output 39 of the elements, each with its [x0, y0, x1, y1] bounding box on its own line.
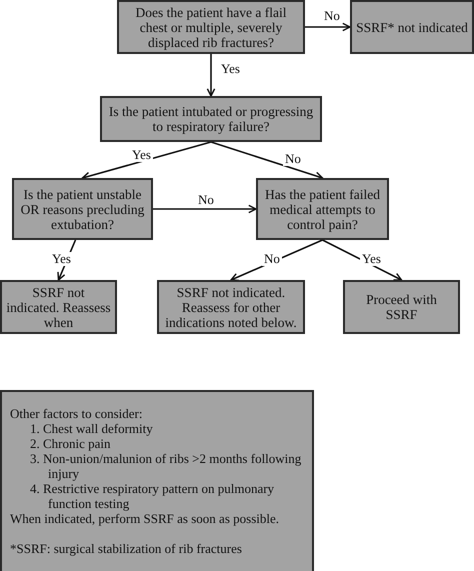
- list-item: 2. Chronic pain: [29, 436, 112, 451]
- arrow: [230, 239, 323, 282]
- process-box: [157, 280, 305, 334]
- arrow: [153, 204, 257, 214]
- process-box: [350, 0, 474, 54]
- edge-label: No: [322, 9, 342, 23]
- list-item: 4. Restrictive respiratory pattern on pulmonary function testing: [29, 481, 276, 511]
- arrow: [322, 239, 402, 281]
- box-text: Is the patient unstable OR reasons precluding extubation?: [20, 186, 146, 232]
- edge-label: Yes: [50, 252, 73, 266]
- process-box: [343, 280, 460, 334]
- arrow: [206, 54, 216, 97]
- arrow: [82, 141, 212, 180]
- process-box: [100, 96, 322, 142]
- heading: Other factors to consider:: [10, 406, 144, 421]
- list-item: 3. Non-union/malunion of ribs >2 months following injury: [29, 451, 302, 481]
- edge-label: No: [283, 152, 303, 166]
- box-text: Is the patient intubated or progressing to respiratory failure?: [108, 104, 314, 134]
- process-box: [117, 0, 305, 54]
- note-text: *SSRF: surgical stabilization of rib fractures: [10, 541, 243, 556]
- box-text: Proceed with SSRF: [365, 292, 438, 322]
- box-text: SSRF not indicated. Reassess when: [6, 284, 111, 330]
- arrow: [305, 22, 351, 32]
- arrow: [210, 141, 324, 180]
- edge-label: No: [262, 252, 282, 266]
- box-text: Does the patient have a flail chest or multiple, severely displaced rib fractures?: [134, 4, 288, 50]
- box-text: Has the patient failed medical attempts to control pain?: [264, 186, 382, 232]
- edge-label: Yes: [130, 148, 153, 162]
- edge-label: Yes: [360, 252, 383, 266]
- edge-label: Yes: [219, 62, 242, 76]
- box-text: SSRF not indicated. Reassess for other indications noted below.: [164, 284, 298, 330]
- process-box: [12, 178, 153, 240]
- notes-box: [0, 390, 314, 571]
- note-text: When indicated, perform SSRF as soon as possible.: [10, 511, 280, 526]
- edge-label: No: [196, 193, 216, 207]
- process-box: [256, 178, 389, 240]
- list-item: 1. Chest wall deformity: [29, 421, 154, 436]
- box-text: SSRF* not indicated: [356, 20, 468, 34]
- process-box: [0, 280, 117, 334]
